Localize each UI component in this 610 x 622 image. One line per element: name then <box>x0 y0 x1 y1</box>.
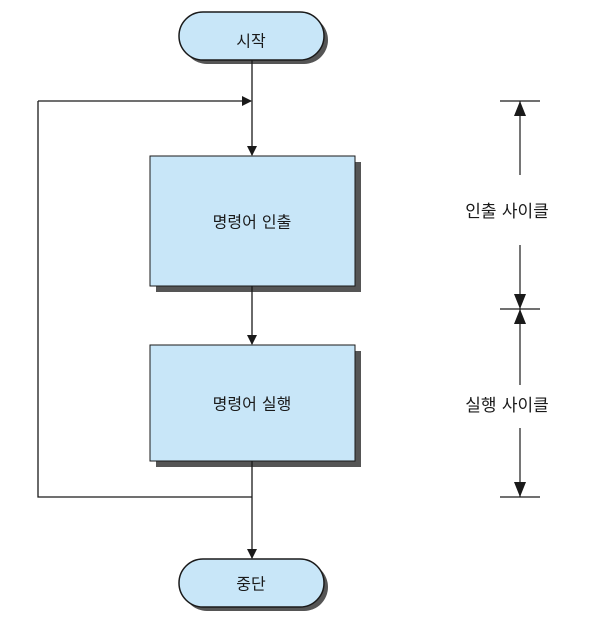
start-label: 시작 <box>236 32 266 51</box>
fetch-label: 명령어 인출 <box>213 213 292 232</box>
start-terminator: 시작 <box>178 11 328 64</box>
fetch-cycle-dimension: 인출 사이클 <box>465 100 549 310</box>
loop-back-path <box>37 101 252 498</box>
execute-cycle-label: 실행 사이클 <box>465 396 549 416</box>
stop-label: 중단 <box>236 575 266 594</box>
execute-cycle-top-arrowhead <box>514 309 526 324</box>
fetch-cycle-label: 인출 사이클 <box>465 202 549 222</box>
execute-cycle-dimension: 실행 사이클 <box>465 309 549 498</box>
fetch-process-box: 명령어 인출 <box>149 155 361 292</box>
stop-terminator: 중단 <box>178 558 328 611</box>
execute-cycle-bottom-arrowhead <box>514 482 526 497</box>
execute-label: 명령어 실행 <box>213 395 292 414</box>
execute-process-box: 명령어 실행 <box>149 344 361 467</box>
fetch-cycle-bottom-arrowhead <box>514 294 526 309</box>
fetch-cycle-top-arrowhead <box>514 101 526 116</box>
